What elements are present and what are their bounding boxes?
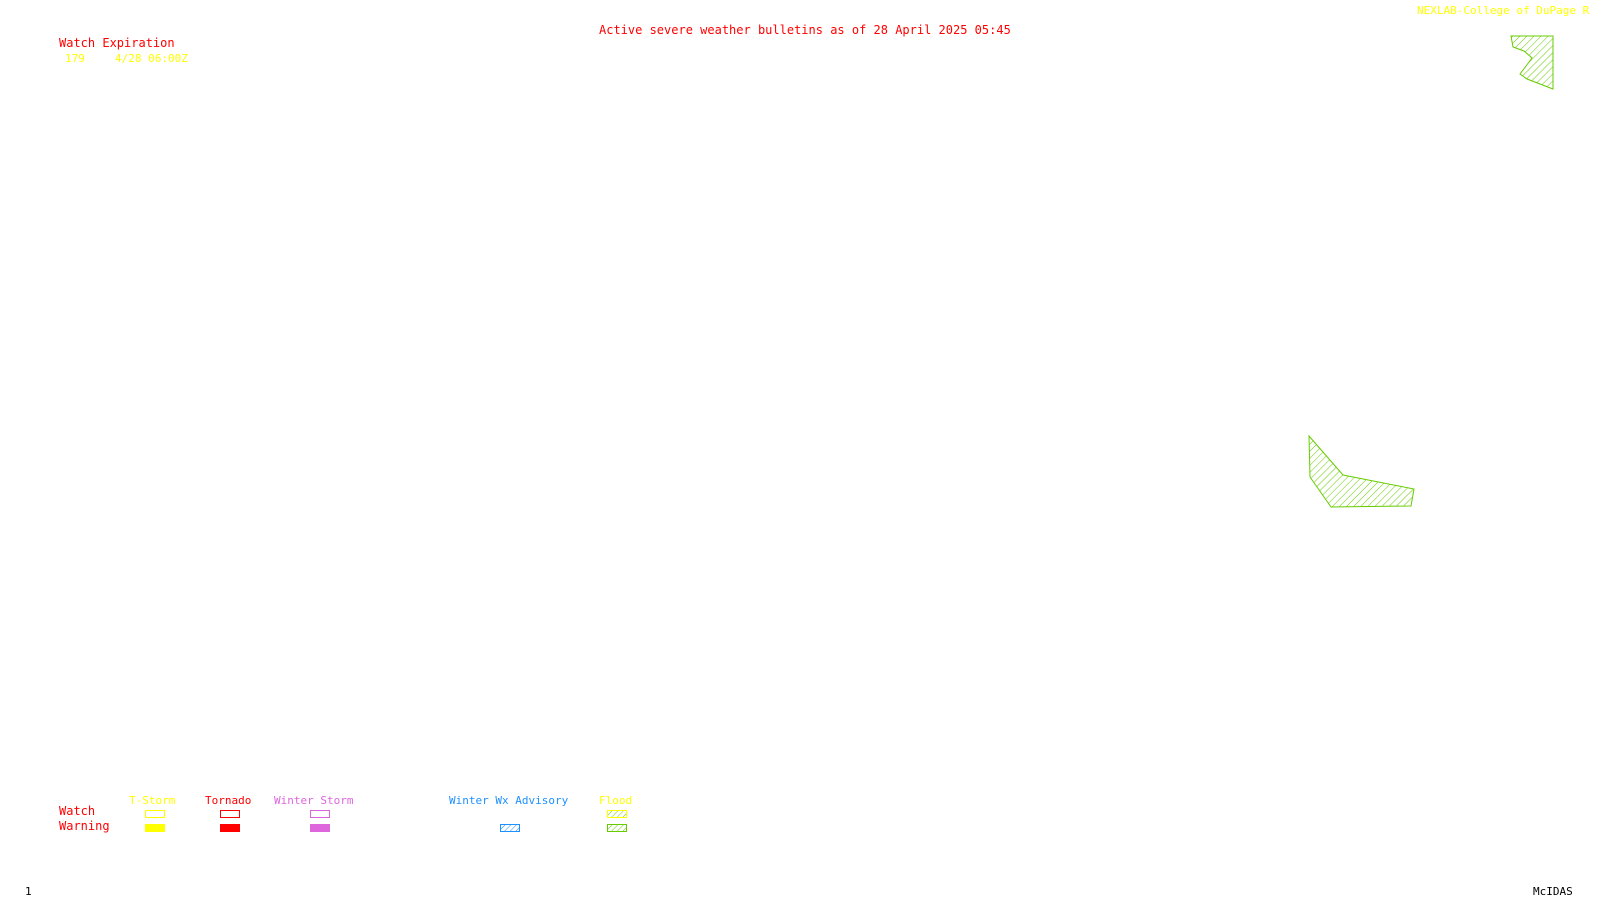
software-label: McIDAS [1533, 885, 1573, 898]
legend-winter-wx-advisory-warning-swatch [500, 824, 520, 832]
flood-warning-polygon-northeast [1510, 35, 1554, 90]
legend-label-tornado: Tornado [205, 794, 252, 807]
legend-tstorm-warning-swatch [145, 824, 165, 832]
legend-label-winter-storm: Winter Storm [274, 794, 354, 807]
legend-flood-watch-swatch [607, 810, 627, 818]
legend-winter-storm-warning-swatch [310, 824, 330, 832]
watch-expiration-time: 4/28 06:00Z [115, 52, 188, 65]
frame-number: 1 [25, 885, 32, 898]
bulletin-title: Active severe weather bulletins as of 28… [599, 23, 1011, 37]
flood-warning-polygon-east [1308, 434, 1415, 508]
legend-winter-storm-watch-swatch [310, 810, 330, 818]
legend-tstorm-watch-swatch [145, 810, 165, 818]
legend-tornado-warning-swatch [220, 824, 240, 832]
legend-flood-warning-swatch [607, 824, 627, 832]
credit-text: NEXLAB-College of DuPage R [1417, 4, 1590, 17]
legend-tornado-watch-swatch [220, 810, 240, 818]
watch-number: 179 [65, 52, 85, 65]
watch-table-heading: Watch Expiration [59, 36, 175, 50]
legend-label-flood: Flood [599, 794, 633, 807]
legend-label-winter-wx-advisory: Winter Wx Advisory [449, 794, 569, 807]
legend-row-label-watch: Watch [59, 804, 96, 818]
legend-row-label-warning: Warning [59, 819, 110, 833]
legend-label-tstorm: T-Storm [129, 794, 176, 807]
